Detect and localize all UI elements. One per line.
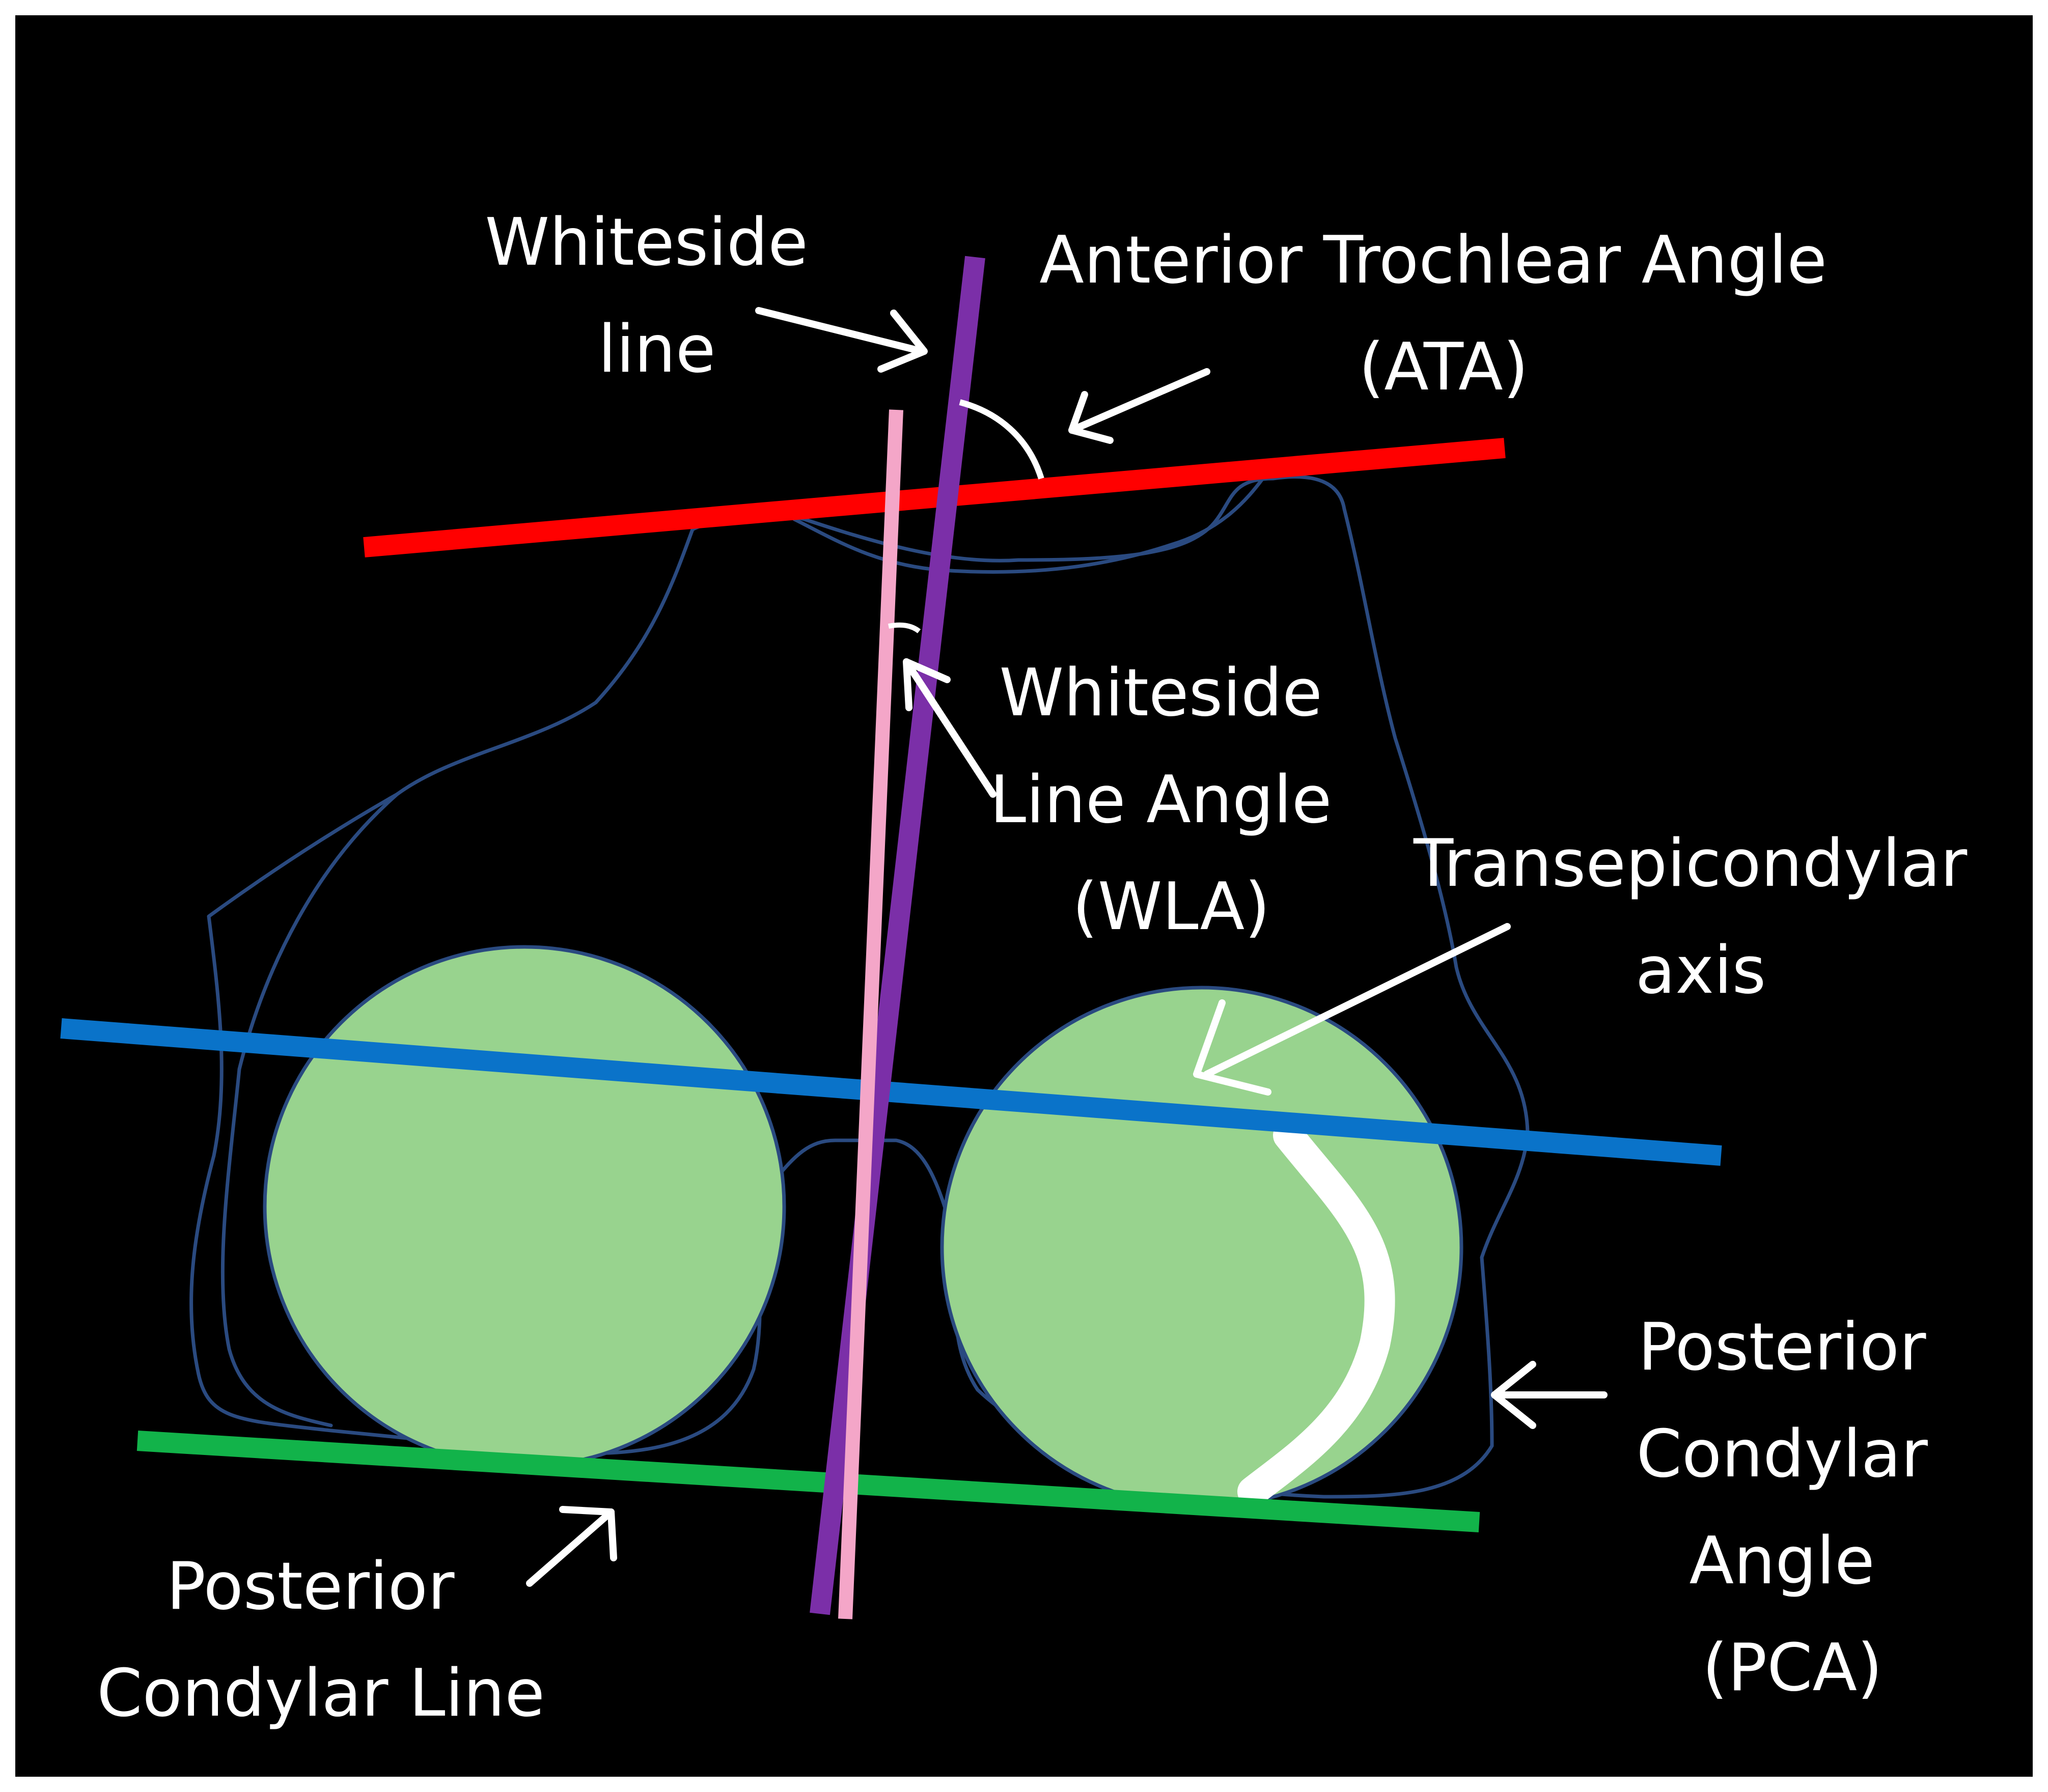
lateral-condyle-outline — [220, 792, 399, 1427]
whiteside-line — [810, 256, 985, 1615]
diagram-frame — [15, 15, 2033, 1777]
pca-arrow — [1491, 1361, 1608, 1429]
wla-reference-line — [838, 409, 903, 1619]
medial-epicondyle-sulcus-mark — [1237, 1120, 1395, 1507]
transepicondylar-arrow — [1193, 923, 1511, 1096]
lateral-condyle-circle — [263, 945, 786, 1468]
ata-label: Anterior Trochlear Angle (ATA) — [1039, 222, 1847, 405]
ata-arrow — [1068, 368, 1210, 444]
pcl-label: Posterior Condylar Line — [97, 1549, 545, 1731]
wla-angle-arc — [888, 622, 921, 634]
whiteside-line-arrow — [755, 307, 928, 373]
anterior-trochlear-line — [363, 438, 1506, 557]
posterior-condylar-line — [136, 1431, 1480, 1532]
pcl-arrow — [526, 1506, 617, 1587]
transepicondylar-label: Transepicondylar axis — [1413, 826, 1988, 1009]
wla-arrow — [903, 658, 997, 798]
trochlear-groove-outline — [792, 477, 1265, 574]
transepicondylar-line — [60, 1018, 1722, 1166]
ata-angle-arc — [959, 399, 1044, 480]
pca-label: Posterior Condylar Angle (PCA) — [1636, 1309, 1948, 1706]
wla-label: Whiteside Line Angle (WLA) — [990, 655, 1352, 945]
whiteside-line-label: Whiteside line — [485, 205, 828, 387]
